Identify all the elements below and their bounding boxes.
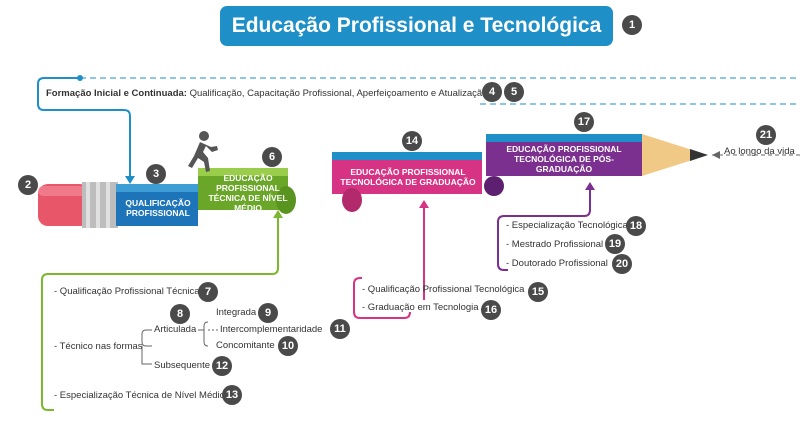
espec-tecnologica-label: - Especialização Tecnológica bbox=[506, 220, 628, 231]
badge-9: 9 bbox=[258, 303, 278, 323]
segment-posgrad: EDUCAÇÃO PROFISSIONAL TECNOLÓGICA DE PÓS… bbox=[506, 144, 622, 174]
doutorado-label: - Doutorado Profissional bbox=[506, 258, 608, 269]
graduacao-connector bbox=[353, 284, 411, 319]
badge-1: 1 bbox=[622, 15, 642, 35]
badge-11: 11 bbox=[330, 319, 350, 339]
integrada-label: Integrada bbox=[216, 307, 257, 318]
badge-18: 18 bbox=[626, 216, 646, 236]
badge-21: 21 bbox=[756, 125, 776, 145]
ao-longo-label: Ao longo da vida bbox=[724, 146, 795, 157]
badge-20: 20 bbox=[612, 254, 632, 274]
grad-tecnologia-label: - Graduação em Tecnologia bbox=[362, 302, 479, 313]
pencil-tip bbox=[642, 134, 708, 176]
segment-graduacao: EDUCAÇÃO PROFISSIONAL TECNOLÓGICA DE GRA… bbox=[340, 167, 476, 187]
page-title: Educação Profissional e Tecnológica bbox=[220, 6, 613, 46]
segment-tecnica: EDUCAÇÃO PROFISSIONAL TÉCNICA DE NÍVEL M… bbox=[208, 173, 288, 213]
badge-7: 7 bbox=[198, 282, 218, 302]
fic-label-rest: Qualificação, Capacitação Profissional, … bbox=[186, 88, 488, 99]
badge-13: 13 bbox=[222, 385, 242, 405]
subsequente-label: Subsequente bbox=[154, 360, 210, 371]
badge-16: 16 bbox=[481, 300, 501, 320]
badge-14: 14 bbox=[402, 131, 422, 151]
badge-8: 8 bbox=[170, 304, 190, 324]
fic-label-bold: Formação Inicial e Continuada: bbox=[46, 88, 187, 99]
badge-17: 17 bbox=[574, 112, 594, 132]
mestrado-label: - Mestrado Profissional bbox=[506, 239, 604, 250]
fic-connector bbox=[37, 77, 131, 178]
running-man-icon bbox=[188, 131, 218, 172]
badge-3: 3 bbox=[146, 164, 166, 184]
fic-arrowhead bbox=[125, 176, 135, 184]
segment-green-shape bbox=[198, 176, 288, 210]
articulada-label: Articulada bbox=[154, 324, 197, 335]
segment-pink-shape bbox=[332, 160, 482, 194]
badge-10: 10 bbox=[278, 336, 298, 356]
qualif-tecnica-label: - Qualificação Profissional Técnica bbox=[54, 286, 200, 297]
tecnica-connector bbox=[41, 216, 279, 411]
badge-2: 2 bbox=[18, 175, 38, 195]
badge-4: 4 bbox=[482, 82, 502, 102]
especializacao-tecnica-label: - Especialização Técnica de Nível Médio bbox=[54, 390, 225, 401]
badge-19: 19 bbox=[605, 234, 625, 254]
tecnico-formas-label: - Técnico nas formas bbox=[54, 341, 143, 352]
concomitante-label: Concomitante bbox=[216, 340, 275, 351]
fic-label: Formação Inicial e Continuada: Qualifica… bbox=[46, 88, 487, 100]
qualif-tecnologica-label: - Qualificação Profissional Tecnológica bbox=[362, 284, 525, 295]
badge-12: 12 bbox=[212, 356, 232, 376]
badge-6: 6 bbox=[262, 147, 282, 167]
pos-connector bbox=[497, 188, 591, 271]
badge-5: 5 bbox=[504, 82, 524, 102]
intercomp-label: Intercomplementaridade bbox=[220, 324, 323, 335]
segment-purple-shape bbox=[486, 142, 642, 176]
badge-15: 15 bbox=[528, 282, 548, 302]
segment-qualificacao: QUALIFICAÇÃO PROFISSIONAL bbox=[125, 198, 191, 218]
